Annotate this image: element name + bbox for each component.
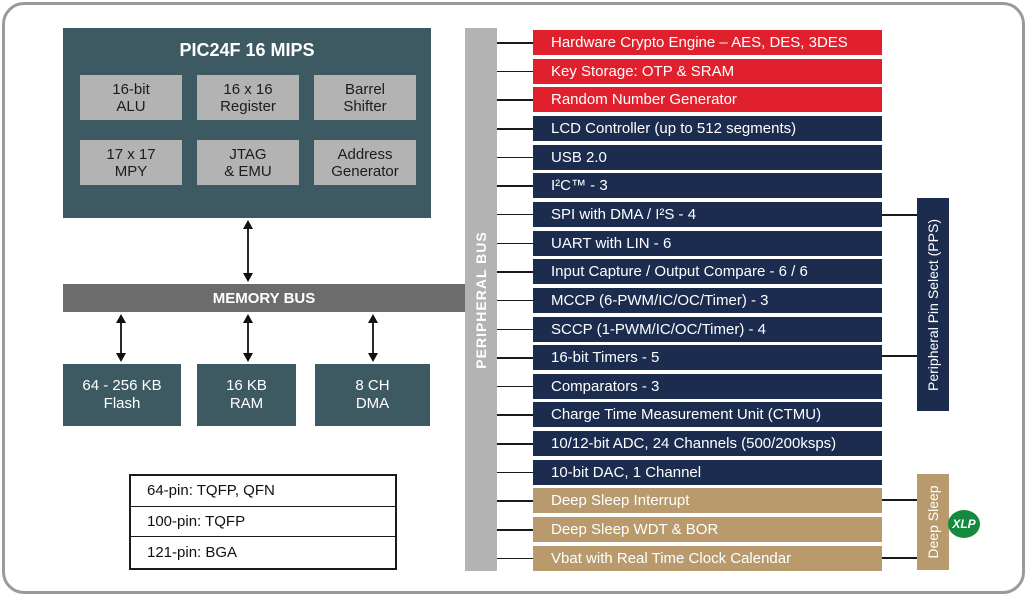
memory-bus: MEMORY BUS <box>63 284 465 312</box>
peripheral-connector-line <box>497 299 533 302</box>
peripheral-connector-line <box>497 357 533 359</box>
cpu-title: PIC24F 16 MIPS <box>179 40 315 60</box>
peripheral-item: Comparators - 3 <box>533 373 882 399</box>
deep-sleep-connector-top <box>882 499 917 501</box>
peripheral-connector-line <box>497 385 533 388</box>
package-row-64: 64-pin: TQFP, QFN <box>131 476 395 507</box>
cpu-cell-address-generator: Address Generator <box>314 140 416 185</box>
peripheral-connector-line <box>497 70 533 73</box>
deep-sleep-connector-bottom <box>882 557 917 559</box>
peripheral-connector-line <box>497 500 533 502</box>
peripheral-bus-label: PERIPHERAL BUS <box>473 231 489 369</box>
peripheral-bus <box>465 28 497 571</box>
peripheral-item: SCCP (1-PWM/IC/OC/Timer) - 4 <box>533 316 882 342</box>
peripheral-item: Key Storage: OTP & SRAM <box>533 58 882 84</box>
peripheral-item: 10-bit DAC, 1 Channel <box>533 459 882 485</box>
peripheral-item: LCD Controller (up to 512 segments) <box>533 115 882 141</box>
peripheral-connector-line <box>497 99 533 101</box>
memory-flash: 64 - 256 KB Flash <box>63 364 181 426</box>
peripheral-item: Input Capture / Output Compare - 6 / 6 <box>533 259 882 285</box>
peripheral-item: MCCP (6-PWM/IC/OC/Timer) - 3 <box>533 287 882 313</box>
xlp-badge-icon: XLP <box>948 510 980 538</box>
peripheral-item: Charge Time Measurement Unit (CTMU) <box>533 402 882 428</box>
cpu-block: PIC24F 16 MIPS 16-bit ALU 16 x 16 Regist… <box>63 28 431 218</box>
memory-ram: 16 KB RAM <box>197 364 296 426</box>
peripheral-connector-line <box>497 471 533 474</box>
deep-sleep-box: Deep Sleep <box>917 474 949 570</box>
cpu-cell-jtag: JTAG & EMU <box>197 140 299 185</box>
pps-label: Peripheral Pin Select (PPS) <box>925 218 941 391</box>
peripheral-item: Vbat with Real Time Clock Calendar <box>533 545 882 571</box>
peripheral-connector-line <box>497 242 533 245</box>
peripheral-connector-line <box>497 414 533 417</box>
peripheral-connector-line <box>497 328 533 331</box>
peripheral-connector-line <box>497 185 533 187</box>
cpu-cell-register: 16 x 16 Register <box>197 75 299 120</box>
peripheral-connector-line <box>497 213 533 216</box>
cpu-cell-alu: 16-bit ALU <box>80 75 182 120</box>
cpu-bus-arrow-icon <box>243 220 253 282</box>
pps-connector-top <box>882 214 917 216</box>
deep-sleep-label: Deep Sleep <box>925 485 941 559</box>
peripheral-item: USB 2.0 <box>533 144 882 170</box>
pps-connector-bottom <box>882 355 917 357</box>
flash-bus-arrow-icon <box>116 314 126 362</box>
peripheral-item: Deep Sleep WDT & BOR <box>533 517 882 543</box>
package-row-100: 100-pin: TQFP <box>131 507 395 538</box>
package-row-121: 121-pin: BGA <box>147 543 238 561</box>
peripheral-connector-line <box>497 271 533 273</box>
peripheral-item: SPI with DMA / I²S - 4 <box>533 201 882 227</box>
package-table: 64-pin: TQFP, QFN 100-pin: TQFP 121-pin:… <box>129 474 397 570</box>
peripheral-connector-line <box>497 443 533 445</box>
peripheral-item: Random Number Generator <box>533 87 882 113</box>
peripheral-connector-line <box>497 42 533 44</box>
peripheral-item: UART with LIN - 6 <box>533 230 882 256</box>
pps-box: Peripheral Pin Select (PPS) <box>917 198 949 411</box>
peripheral-item: 10/12-bit ADC, 24 Channels (500/200ksps) <box>533 431 882 457</box>
peripheral-item: I²C™ - 3 <box>533 173 882 199</box>
dma-bus-arrow-icon <box>368 314 378 362</box>
peripheral-connector-line <box>497 156 533 159</box>
peripheral-connector-line <box>497 127 533 130</box>
ram-bus-arrow-icon <box>243 314 253 362</box>
peripheral-item: 16-bit Timers - 5 <box>533 345 882 371</box>
peripheral-connector-line <box>497 557 533 560</box>
cpu-cell-barrel-shifter: Barrel Shifter <box>314 75 416 120</box>
memory-dma: 8 CH DMA <box>315 364 430 426</box>
peripheral-item: Hardware Crypto Engine – AES, DES, 3DES <box>533 30 882 55</box>
diagram-frame <box>2 2 1025 594</box>
peripheral-connector-line <box>497 529 533 531</box>
cpu-cell-mpy: 17 x 17 MPY <box>80 140 182 185</box>
peripheral-item: Deep Sleep Interrupt <box>533 488 882 514</box>
